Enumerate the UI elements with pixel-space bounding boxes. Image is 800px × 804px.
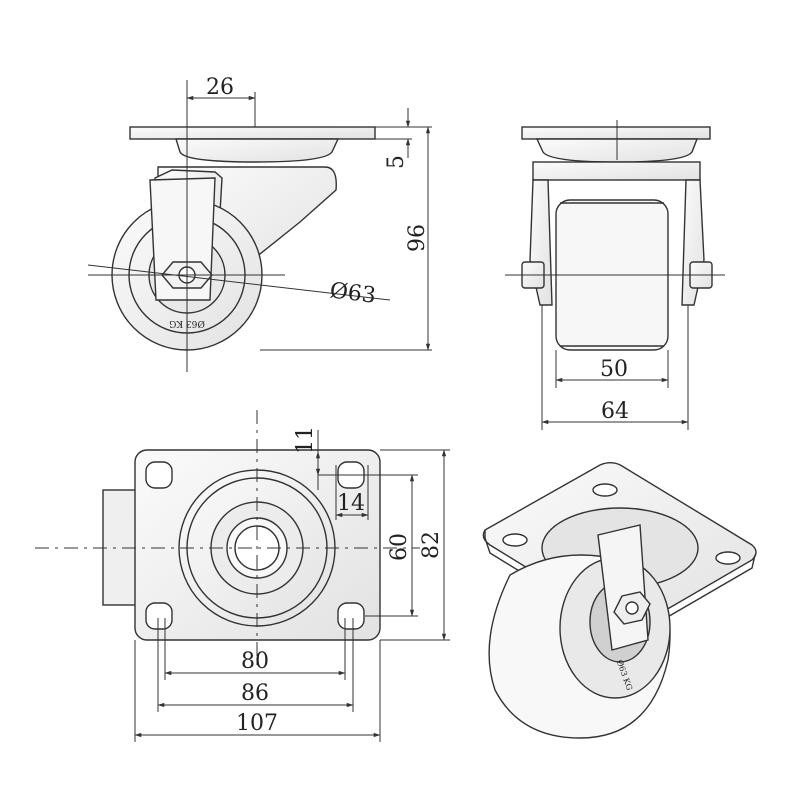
- dim-overall-width: 64: [601, 399, 629, 424]
- front-top-plate: [521, 126, 711, 140]
- front-view-centerlines: [505, 120, 725, 276]
- dim-slot-length: 14: [337, 491, 365, 516]
- dim-hole-spacing-b: 86: [241, 681, 269, 706]
- isometric-view: Ø63 KG: [482, 462, 757, 739]
- hole-bottom-left: [145, 602, 173, 630]
- swivel-bearing: [175, 138, 340, 163]
- iso-hole-left: [502, 533, 528, 547]
- dim-hole-spacing-a: 80: [241, 649, 269, 674]
- top-view-dimensions: [134, 430, 450, 742]
- side-view-dimensions: [186, 92, 432, 351]
- iso-hole-right: [715, 551, 741, 565]
- hole-bottom-right: [337, 602, 365, 630]
- dim-wheel-diameter: Ø63: [328, 278, 377, 308]
- dim-plate-thickness: 5: [384, 155, 409, 169]
- side-view-centerlines: [87, 80, 391, 372]
- hole-top-left: [145, 461, 173, 489]
- dim-plate-offset: 26: [206, 75, 234, 100]
- front-view: [521, 126, 713, 351]
- dim-plate-length: 107: [236, 711, 278, 736]
- iso-axle-bolt: [625, 601, 639, 615]
- dim-slot-offset: 11: [293, 426, 318, 454]
- side-view: Ø63 KG: [111, 126, 376, 351]
- iso-hole-top: [592, 483, 618, 497]
- dim-plate-width: 82: [419, 531, 444, 559]
- dim-hole-spacing-short: 60: [387, 533, 412, 561]
- top-plate: [129, 126, 376, 140]
- front-fork-top: [532, 161, 701, 181]
- front-view-dimensions: [541, 305, 689, 430]
- dim-wheel-width: 50: [600, 357, 628, 382]
- top-view-centerlines: [35, 410, 420, 670]
- top-view: [102, 449, 381, 641]
- dim-total-height: 96: [405, 224, 430, 252]
